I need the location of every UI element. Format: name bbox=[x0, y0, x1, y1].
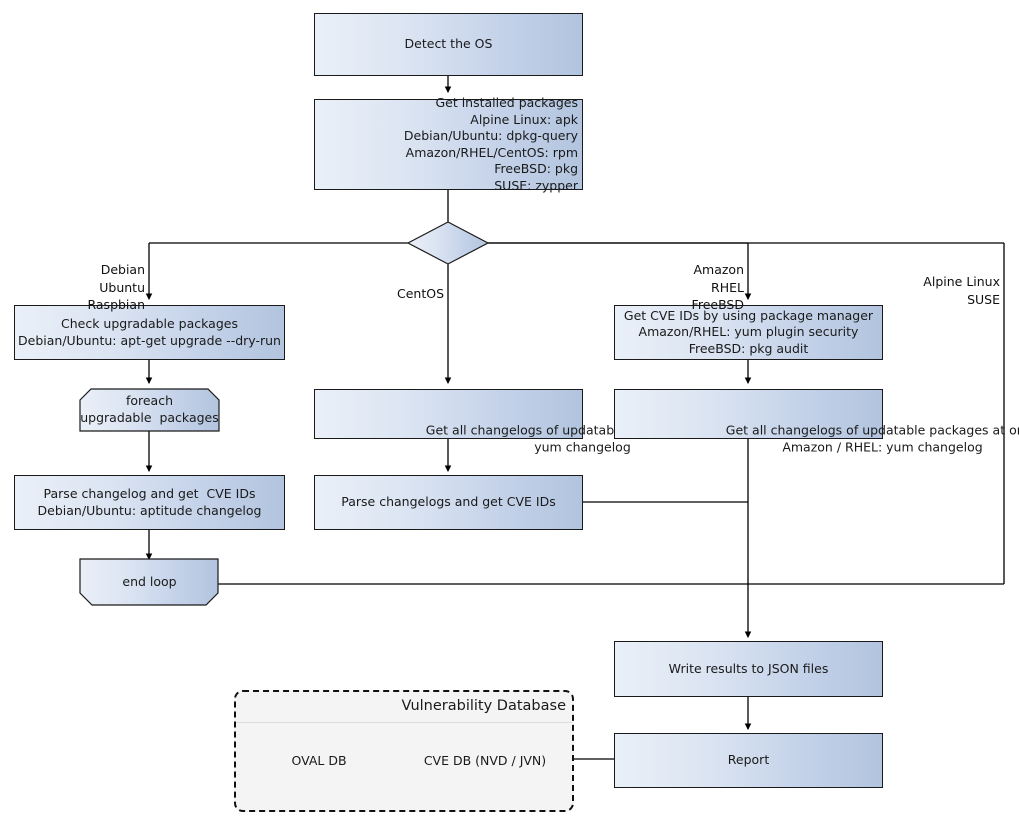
cve-db-label: CVE DB (NVD / JVN) bbox=[423, 753, 547, 768]
vulnerability-database-group: Vulnerability Database bbox=[234, 690, 574, 812]
edge-label-centos-branch: CentOS bbox=[396, 286, 444, 302]
node-parse-changelog-debian[interactable]: Parse changelog and get CVE IDs Debian/U… bbox=[14, 475, 285, 530]
node-detect-os-label: Detect the OS bbox=[404, 36, 493, 52]
node-get-installed-packages[interactable]: Get installed packages Alpine Linux: apk… bbox=[314, 95, 583, 193]
node-foreach-loop[interactable]: foreach upgradable packages bbox=[80, 389, 219, 431]
edge-label-debian-branch: Debian Ubuntu Raspbian bbox=[87, 262, 145, 312]
oval-db-label: OVAL DB bbox=[291, 753, 347, 768]
node-end-loop-label: end loop bbox=[122, 573, 177, 589]
node-get-installed-packages-label: Get installed packages Alpine Linux: apk… bbox=[403, 95, 578, 193]
node-check-upgradable[interactable]: Check upgradable packages Debian/Ubuntu:… bbox=[14, 305, 285, 360]
vulnerability-database-title: Vulnerability Database bbox=[401, 698, 566, 714]
node-report[interactable]: Report bbox=[614, 733, 883, 788]
oval-db-node[interactable]: OVAL DB bbox=[250, 729, 388, 789]
edge-label-alpine-branch: Alpine Linux SUSE bbox=[923, 274, 1000, 307]
edge-label-amazon-branch: Amazon RHEL FreeBSD bbox=[691, 262, 744, 312]
node-write-json[interactable]: Write results to JSON files bbox=[614, 641, 883, 697]
node-detect-os[interactable]: Detect the OS bbox=[314, 13, 583, 76]
cve-db-node[interactable]: CVE DB (NVD / JVN) bbox=[414, 729, 556, 789]
node-write-json-label: Write results to JSON files bbox=[668, 660, 829, 676]
node-foreach-loop-label: foreach upgradable packages bbox=[80, 393, 219, 425]
node-parse-changelogs-centos[interactable]: Parse changelogs and get CVE IDs bbox=[314, 475, 583, 530]
group-divider bbox=[236, 722, 572, 723]
node-get-cve-package-manager-label: Get CVE IDs by using package manager Ama… bbox=[623, 307, 874, 356]
node-report-label: Report bbox=[727, 752, 770, 768]
node-changelogs-centos[interactable]: Get all changelogs of updatable packages… bbox=[314, 389, 739, 454]
decision-diamond bbox=[406, 221, 490, 265]
node-changelogs-amazon[interactable]: Get all changelogs of updatable packages… bbox=[614, 389, 1019, 454]
node-check-upgradable-label: Check upgradable packages Debian/Ubuntu:… bbox=[18, 316, 281, 348]
node-parse-changelog-debian-label: Parse changelog and get CVE IDs Debian/U… bbox=[37, 486, 262, 518]
node-end-loop[interactable]: end loop bbox=[80, 559, 219, 605]
node-parse-changelogs-centos-label: Parse changelogs and get CVE IDs bbox=[341, 494, 556, 510]
node-get-cve-package-manager[interactable]: Get CVE IDs by using package manager Ama… bbox=[614, 305, 883, 360]
